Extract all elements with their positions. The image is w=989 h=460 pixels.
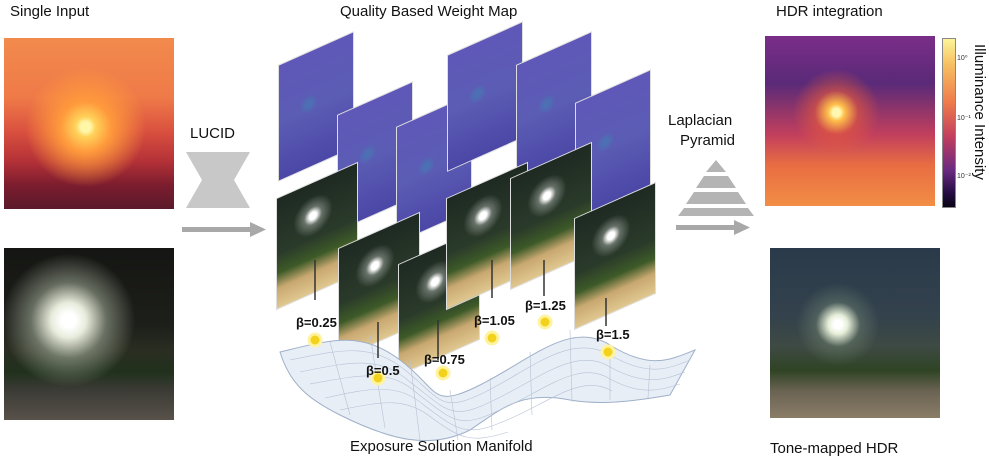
- weight-map-title: Quality Based Weight Map: [340, 3, 517, 20]
- hdr-integration-title: HDR integration: [776, 3, 883, 20]
- lucid-hourglass-icon: [184, 150, 254, 210]
- colorbar-tick-3: 10⁻²: [957, 172, 971, 180]
- hdr-integration-image: [765, 36, 935, 206]
- single-input-title: Single Input: [10, 3, 89, 20]
- beta-label-4: β=1.05: [474, 313, 515, 328]
- beta-pins: [270, 260, 650, 400]
- beta-label-5: β=1.25: [525, 298, 566, 313]
- beta-label-3: β=0.75: [424, 352, 465, 367]
- illuminance-label: Illuminance Intensity: [971, 44, 988, 180]
- beta-label-6: β=1.5: [596, 327, 630, 342]
- arrow-right-1: [182, 222, 268, 238]
- colorbar-tick-1: 10⁰: [957, 54, 968, 62]
- colorbar-tick-2: 10⁻¹: [957, 114, 971, 122]
- single-input-heatmap: [4, 38, 174, 209]
- manifold-label: Exposure Solution Manifold: [350, 438, 533, 455]
- beta-label-2: β=0.5: [366, 363, 400, 378]
- illuminance-colorbar: [942, 38, 956, 208]
- tonemapped-label: Tone-mapped HDR: [770, 440, 898, 457]
- tonemapped-image: [770, 248, 940, 418]
- weight-map-4: [447, 21, 523, 172]
- pyramid-label: Pyramid: [680, 132, 735, 149]
- pyramid-icon: [676, 158, 756, 218]
- laplacian-label: Laplacian: [668, 112, 732, 129]
- lucid-label: LUCID: [190, 125, 235, 142]
- arrow-right-2: [676, 220, 752, 236]
- beta-label-1: β=0.25: [296, 315, 337, 330]
- single-input-photo: [4, 248, 174, 420]
